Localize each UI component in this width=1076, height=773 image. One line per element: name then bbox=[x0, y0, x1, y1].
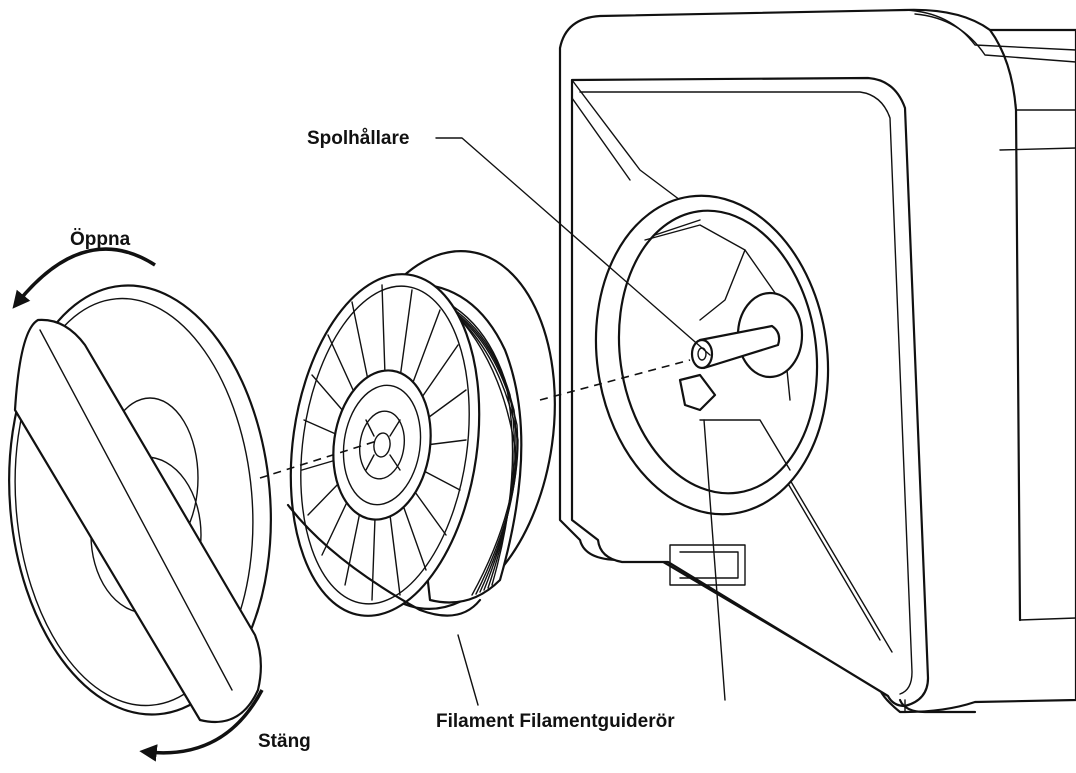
spool-holder-leader bbox=[435, 137, 711, 356]
filament-spool bbox=[286, 250, 556, 617]
assembly-axis bbox=[259, 359, 691, 479]
guide-tube-leader bbox=[703, 419, 726, 701]
spool-ribs bbox=[301, 284, 467, 601]
spool-cover bbox=[8, 284, 272, 724]
spool-holder-label: Spolhållare bbox=[307, 128, 409, 149]
filament-guide-label: Filament Filamentguiderör bbox=[436, 711, 675, 732]
close-label: Stäng bbox=[258, 731, 311, 752]
open-label: Öppna bbox=[70, 229, 131, 250]
filament-leader bbox=[457, 634, 479, 706]
spool-recess bbox=[594, 194, 830, 516]
open-arrow bbox=[12, 247, 156, 309]
close-arrow bbox=[139, 689, 264, 762]
